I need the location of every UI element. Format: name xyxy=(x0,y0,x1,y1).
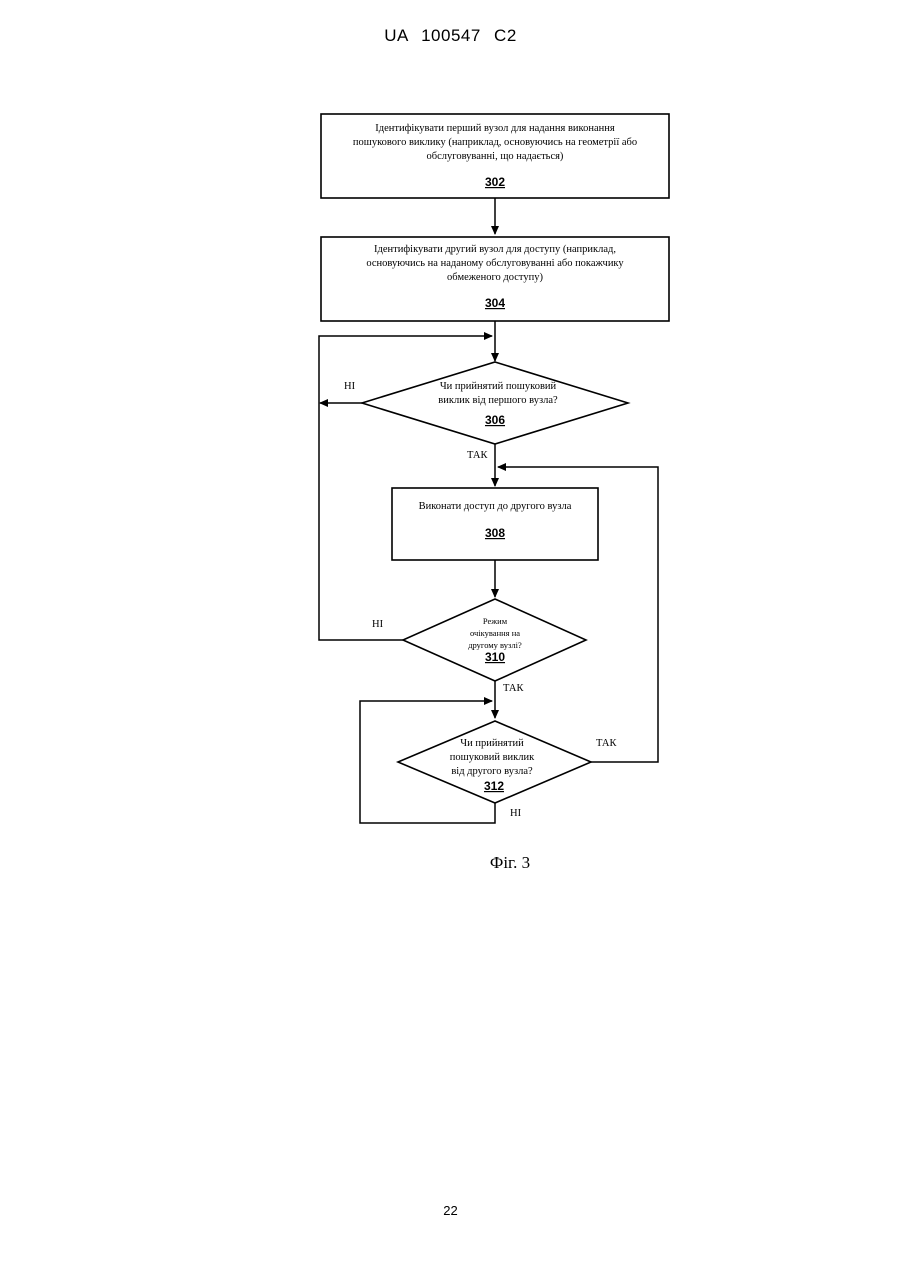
decision-306-line-1: Чи прийнятий пошуковий xyxy=(440,381,557,392)
decision-306: Чи прийнятий пошуковий виклик від першог… xyxy=(362,362,628,444)
decision-306-line-2: виклик від першого вузла? xyxy=(438,395,558,406)
box-302-line-3: обслуговуванні, що надається) xyxy=(427,151,564,162)
box-302: Ідентифікувати перший вузол для надання … xyxy=(321,114,669,198)
page-number: 22 xyxy=(0,1203,901,1218)
box-302-line-2: пошукового виклику (наприклад, основуючи… xyxy=(353,137,637,148)
label-312-no: НІ xyxy=(510,808,522,819)
decision-312: Чи прийнятий пошуковий виклик від другог… xyxy=(398,721,591,803)
box-308: Виконати доступ до другого вузла 308 xyxy=(392,488,598,560)
decision-312-line-2: пошуковий виклик xyxy=(450,752,535,763)
decision-312-line-3: від другого вузла? xyxy=(451,766,533,777)
box-302-line-1: Ідентифікувати перший вузол для надання … xyxy=(375,123,615,134)
decision-312-ref: 312 xyxy=(484,779,504,793)
box-302-ref: 302 xyxy=(485,175,505,189)
figure-caption: Фіг. 3 xyxy=(490,853,530,872)
decision-310-line-2: очікування на xyxy=(470,628,520,638)
decision-310: Режим очікування на другому вузлі? 310 xyxy=(403,599,586,681)
decision-310-ref: 310 xyxy=(485,650,505,664)
box-304-line-2: основуючись на наданому обслуговуванні а… xyxy=(366,258,624,269)
label-312-yes: ТАК xyxy=(596,738,617,749)
box-304: Ідентифікувати другий вузол для доступу … xyxy=(321,237,669,321)
decision-310-line-3: другому вузлі? xyxy=(468,640,522,650)
box-308-line-1: Виконати доступ до другого вузла xyxy=(419,501,572,512)
label-306-yes: ТАК xyxy=(467,450,488,461)
label-310-no: НІ xyxy=(372,619,384,630)
decision-310-line-1: Режим xyxy=(483,616,508,626)
decision-306-ref: 306 xyxy=(485,413,505,427)
label-310-yes: ТАК xyxy=(503,683,524,694)
box-308-ref: 308 xyxy=(485,526,505,540)
label-306-no: НІ xyxy=(344,381,356,392)
decision-312-line-1: Чи прийнятий xyxy=(460,738,524,749)
box-304-line-1: Ідентифікувати другий вузол для доступу … xyxy=(374,244,616,255)
box-304-ref: 304 xyxy=(485,296,505,310)
box-304-line-3: обмеженого доступу) xyxy=(447,272,543,283)
